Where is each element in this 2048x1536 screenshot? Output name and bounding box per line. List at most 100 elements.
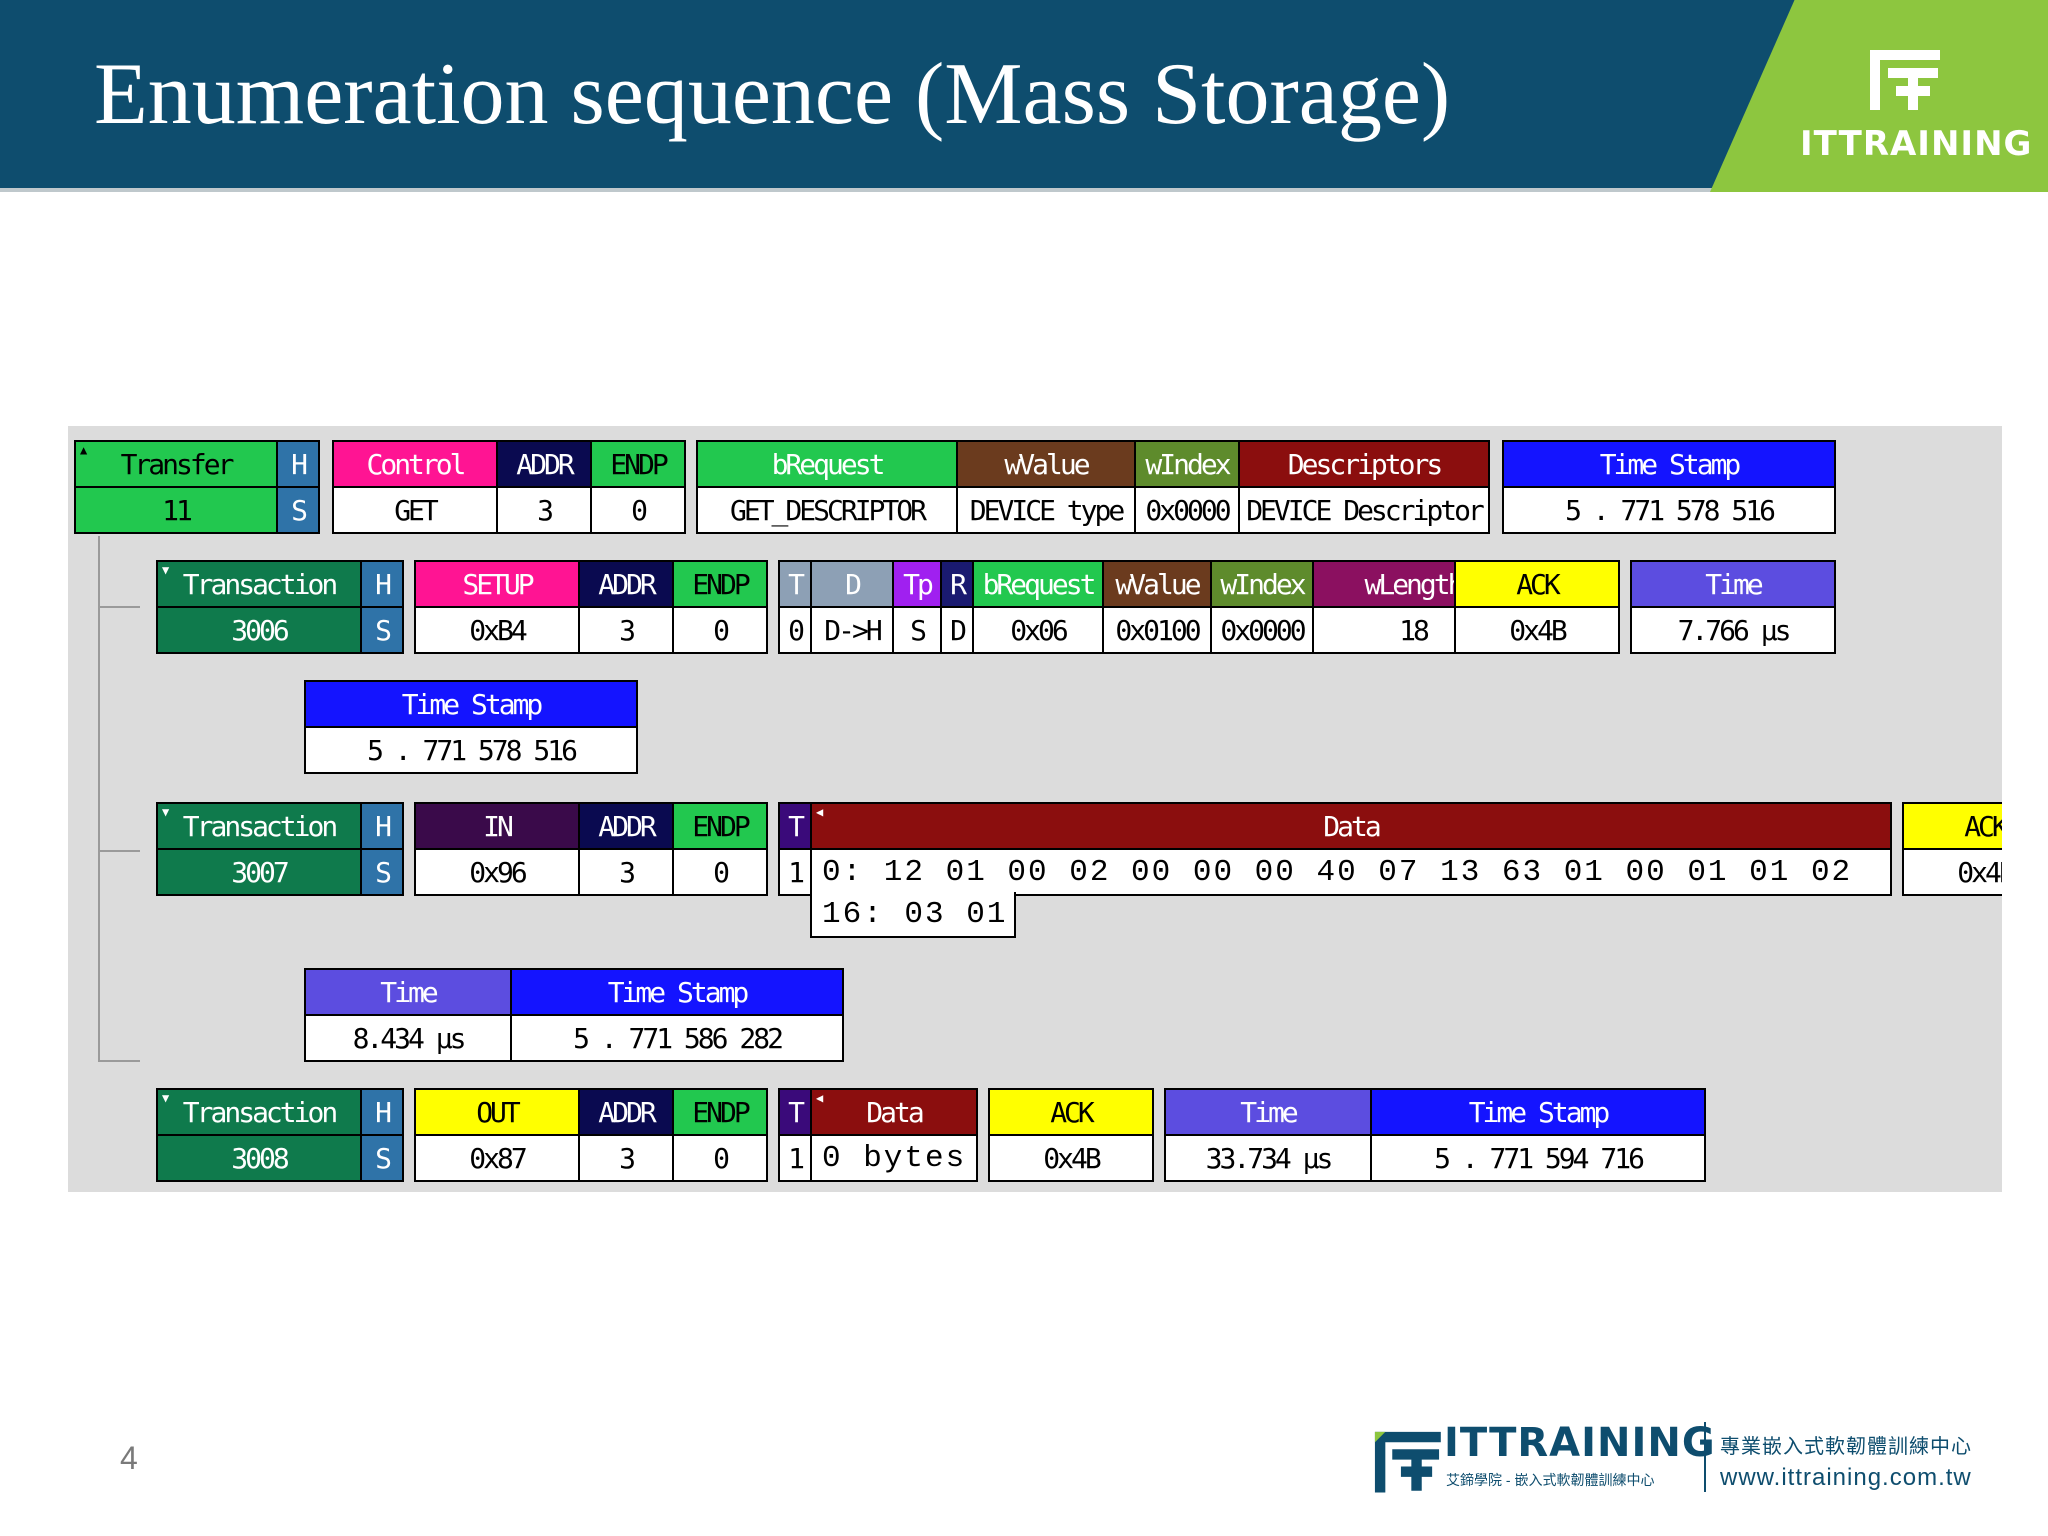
wvalue-value: DEVICE type xyxy=(958,488,1134,532)
timestamp-header: Time Stamp xyxy=(512,970,842,1014)
in-packet-block[interactable]: IN ADDR ENDP 0x96 3 0 xyxy=(414,802,768,896)
ack-value: 0x4B xyxy=(1904,850,2002,894)
ittraining-logo-icon xyxy=(1870,50,1940,110)
out-data-block[interactable]: T ◀Data 1 0 bytes xyxy=(778,1088,978,1182)
slide-title: Enumeration sequence (Mass Storage) xyxy=(94,46,1451,143)
time-header: Time xyxy=(1632,562,1834,606)
host-s-value: S xyxy=(362,1136,402,1180)
time-timestamp-3007-block[interactable]: Time Time Stamp 8.434 µs 5 . 771 586 282 xyxy=(304,968,844,1062)
endp-header: ENDP xyxy=(592,442,684,486)
windex-value: 0x0000 xyxy=(1212,608,1312,652)
transaction-label: Transaction xyxy=(182,567,338,601)
addr-header: ADDR xyxy=(498,442,590,486)
brequest-value: GET_DESCRIPTOR xyxy=(698,488,956,532)
ack-3006-block[interactable]: ACK 0x4B xyxy=(1454,560,1620,654)
usb-analyzer-panel: ▲Transfer H 11 S Control ADDR ENDP GET 3… xyxy=(68,426,2002,1192)
timestamp-value: 5 . 771 578 516 xyxy=(1504,488,1834,532)
timestamp-3006-block[interactable]: Time Stamp 5 . 771 578 516 xyxy=(304,680,638,774)
control-block[interactable]: Control ADDR ENDP GET 3 0 xyxy=(332,440,686,534)
ack-3007-block[interactable]: ACK 0x4B xyxy=(1902,802,2002,896)
in-pid-value: 0x96 xyxy=(416,850,578,894)
ack-header: ACK xyxy=(990,1090,1152,1134)
transaction-3007-block[interactable]: ▼Transaction H 3007 S xyxy=(156,802,404,896)
in-data-block[interactable]: T ◀Data 1 0: 12 01 00 02 00 00 00 40 07 … xyxy=(778,802,1892,896)
toggle-t-header: T xyxy=(780,1090,810,1134)
endp-value: 0 xyxy=(674,608,766,652)
out-packet-block[interactable]: OUT ADDR ENDP 0x87 3 0 xyxy=(414,1088,768,1182)
addr-value: 3 xyxy=(580,1136,672,1180)
recipient-r-header: R xyxy=(942,562,972,606)
control-value: GET xyxy=(334,488,496,532)
host-h-header: H xyxy=(362,1090,402,1134)
collapse-arrow-icon[interactable]: ▼ xyxy=(162,563,170,577)
transfer-number: 11 xyxy=(76,488,276,532)
recipient-r-value: D xyxy=(942,608,972,652)
time-3006-block[interactable]: Time 7.766 µs xyxy=(1630,560,1836,654)
setup-packet-block[interactable]: SETUP ADDR ENDP 0xB4 3 0 xyxy=(414,560,768,654)
transfer-header: ▲Transfer xyxy=(76,442,276,486)
endp-value: 0 xyxy=(674,1136,766,1180)
time-value: 7.766 µs xyxy=(1632,608,1834,652)
endp-header: ENDP xyxy=(674,562,766,606)
footer-subtitle: 艾鍗學院 - 嵌入式軟韌體訓練中心 xyxy=(1446,1472,1655,1488)
transfer-block[interactable]: ▲Transfer H 11 S xyxy=(74,440,320,534)
footer-logo: ITTRAINING 艾鍗學院 - 嵌入式軟韌體訓練中心 專業嵌入式軟韌體訓練中… xyxy=(1368,1416,2008,1508)
direction-d-header: D xyxy=(812,562,892,606)
addr-header: ADDR xyxy=(580,1090,672,1134)
ack-3008-block[interactable]: ACK 0x4B xyxy=(988,1088,1154,1182)
transaction-header: ▼ Transaction xyxy=(158,562,360,606)
ittraining-logo-icon xyxy=(1374,1431,1441,1493)
transaction-header: ▼ Transaction xyxy=(158,804,360,848)
host-h-header: H xyxy=(362,562,402,606)
expand-arrow-icon[interactable]: ◀ xyxy=(816,1091,824,1105)
transfer-timestamp-block[interactable]: Time Stamp 5 . 771 578 516 xyxy=(1502,440,1836,534)
request-block[interactable]: bRequest wValue wIndex Descriptors GET_D… xyxy=(696,440,1490,534)
type-tp-header: Tp xyxy=(894,562,940,606)
wvalue-header: wValue xyxy=(1104,562,1210,606)
data-bytes-line-2: 16: 03 01 xyxy=(812,892,1014,936)
transaction-header: ▼Transaction xyxy=(158,1090,360,1134)
addr-value: 3 xyxy=(580,608,672,652)
tree-line-3006 xyxy=(98,606,140,608)
out-header: OUT xyxy=(416,1090,578,1134)
wvalue-header: wValue xyxy=(958,442,1134,486)
windex-header: wIndex xyxy=(1212,562,1312,606)
ack-header: ACK xyxy=(1456,562,1618,606)
transaction-3008-block[interactable]: ▼Transaction H 3008 S xyxy=(156,1088,404,1182)
setup-data-block[interactable]: T D Tp R bRequest wValue wIndex wLength … xyxy=(778,560,1514,654)
windex-value: 0x0000 xyxy=(1136,488,1238,532)
out-pid-value: 0x87 xyxy=(416,1136,578,1180)
in-data-continuation: 16: 03 01 xyxy=(810,892,1016,938)
transaction-number: 3008 xyxy=(158,1136,360,1180)
toggle-t-header: T xyxy=(780,804,810,848)
collapse-arrow-icon[interactable]: ▲ xyxy=(80,443,88,457)
collapse-arrow-icon[interactable]: ▼ xyxy=(162,1091,170,1105)
data-header: ◀ Data xyxy=(812,804,1890,848)
data-label: Data xyxy=(1323,809,1381,843)
footer-tagline: 專業嵌入式軟韌體訓練中心 xyxy=(1720,1436,1972,1458)
time-timestamp-3008-block[interactable]: Time Time Stamp 33.734 µs 5 . 771 594 71… xyxy=(1164,1088,1706,1182)
endp-header: ENDP xyxy=(674,1090,766,1134)
endp-header: ENDP xyxy=(674,804,766,848)
transaction-number: 3007 xyxy=(158,850,360,894)
addr-value: 3 xyxy=(498,488,590,532)
transaction-3006-block[interactable]: ▼Transaction H 3006 S xyxy=(156,560,404,654)
time-value: 8.434 µs xyxy=(306,1016,510,1060)
timestamp-header: Time Stamp xyxy=(1504,442,1834,486)
tree-line-3007 xyxy=(98,850,140,852)
transaction-label: Transaction xyxy=(182,809,338,843)
ack-value: 0x4B xyxy=(1456,608,1618,652)
windex-header: wIndex xyxy=(1136,442,1238,486)
ittraining-logo-text: ITTRAINING xyxy=(1800,124,2033,164)
setup-pid-value: 0xB4 xyxy=(416,608,578,652)
collapse-arrow-icon[interactable]: ▼ xyxy=(162,805,170,819)
ack-value: 0x4B xyxy=(990,1136,1152,1180)
expand-arrow-icon[interactable]: ◀ xyxy=(816,805,824,819)
host-s-value: S xyxy=(278,488,318,532)
footer-url[interactable]: www.ittraining.com.tw xyxy=(1720,1464,1972,1491)
toggle-t-value: 1 xyxy=(780,1136,810,1180)
timestamp-header: Time Stamp xyxy=(306,682,636,726)
time-value: 33.734 µs xyxy=(1166,1136,1370,1180)
data-bytes-value: 0 bytes xyxy=(812,1136,976,1180)
timestamp-value: 5 . 771 586 282 xyxy=(512,1016,842,1060)
